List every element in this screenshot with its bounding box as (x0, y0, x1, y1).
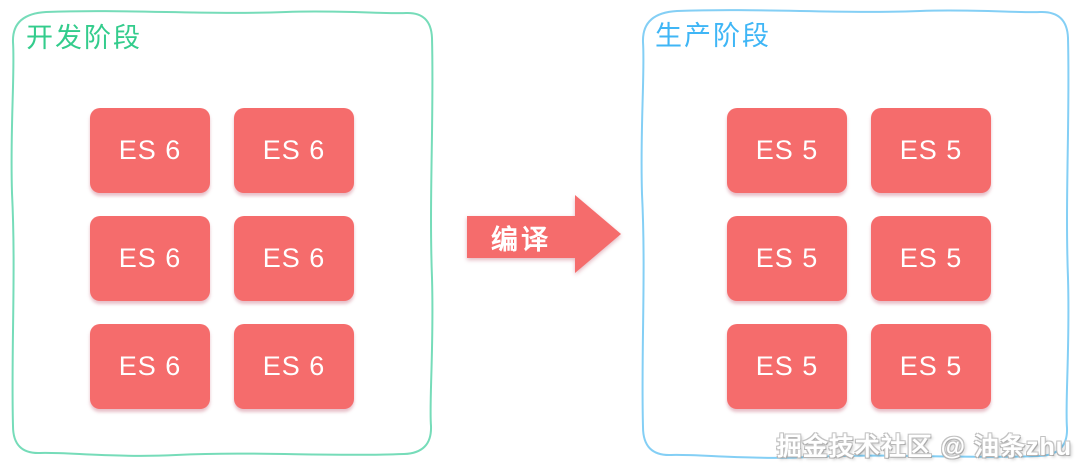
production-panel-border (640, 9, 1070, 459)
es6-box: ES 6 (90, 216, 210, 301)
development-panel-border (10, 10, 434, 457)
es6-box: ES 6 (90, 108, 210, 193)
development-box-grid: ES 6 ES 6 ES 6 ES 6 ES 6 ES 6 (90, 108, 354, 409)
es5-box: ES 5 (727, 324, 847, 409)
es6-box: ES 6 (234, 108, 354, 193)
es6-box: ES 6 (234, 324, 354, 409)
es5-box: ES 5 (871, 324, 991, 409)
es6-box: ES 6 (90, 324, 210, 409)
production-panel: 生产阶段 ES 5 ES 5 ES 5 ES 5 ES 5 ES 5 (635, 6, 1075, 462)
es6-box: ES 6 (234, 216, 354, 301)
development-panel: 开发阶段 ES 6 ES 6 ES 6 ES 6 ES 6 ES 6 (6, 8, 438, 460)
production-panel-title: 生产阶段 (655, 21, 771, 51)
es5-box: ES 5 (727, 108, 847, 193)
development-panel-title: 开发阶段 (26, 23, 142, 53)
compile-arrow-head-icon (575, 195, 621, 273)
compile-arrow: 编译 (467, 195, 622, 273)
watermark: 掘金技术社区 @ 油条zhu (776, 433, 1072, 461)
es5-box: ES 5 (727, 216, 847, 301)
es5-box: ES 5 (871, 108, 991, 193)
production-box-grid: ES 5 ES 5 ES 5 ES 5 ES 5 ES 5 (727, 108, 991, 409)
compile-arrow-label: 编译 (467, 216, 575, 258)
es5-box: ES 5 (871, 216, 991, 301)
